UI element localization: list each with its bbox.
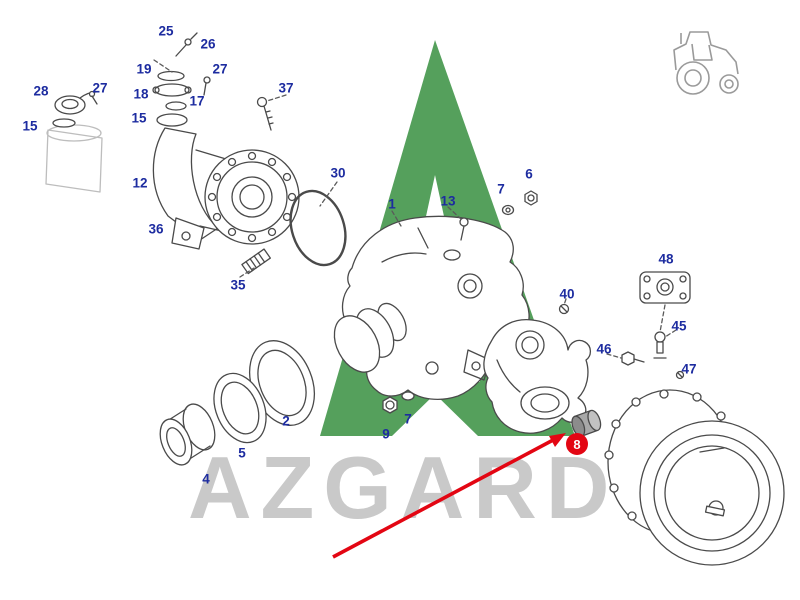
ring-5 bbox=[213, 372, 267, 444]
bolt-37 bbox=[256, 96, 274, 131]
wheel-hub bbox=[604, 389, 785, 566]
kingpin-stack bbox=[152, 32, 211, 127]
seal-ring-2 bbox=[249, 340, 315, 426]
fitting-46 bbox=[621, 351, 645, 366]
part-8-callout-label: 8 bbox=[573, 436, 581, 452]
nut-6 bbox=[524, 190, 538, 206]
bushing-8 bbox=[571, 409, 602, 437]
breather-45 bbox=[653, 331, 667, 359]
o-ring-30 bbox=[289, 189, 347, 267]
part-8-callout: 8 bbox=[566, 433, 588, 455]
axle-housing-1 bbox=[333, 215, 530, 401]
washer-7-right bbox=[501, 204, 515, 216]
bushing-4 bbox=[159, 403, 216, 466]
screw-40 bbox=[558, 303, 570, 315]
cap-28 bbox=[52, 90, 98, 128]
nut-9 bbox=[382, 396, 398, 414]
swivel-housing bbox=[483, 319, 592, 434]
watermark-text: AZGARD bbox=[188, 438, 619, 537]
leader-lines bbox=[153, 59, 677, 359]
washer-7-mid bbox=[401, 391, 415, 401]
screw-47 bbox=[675, 370, 685, 380]
cover-plate-48 bbox=[639, 271, 691, 304]
bolt-13 bbox=[459, 217, 469, 241]
housing-12 bbox=[152, 127, 300, 245]
